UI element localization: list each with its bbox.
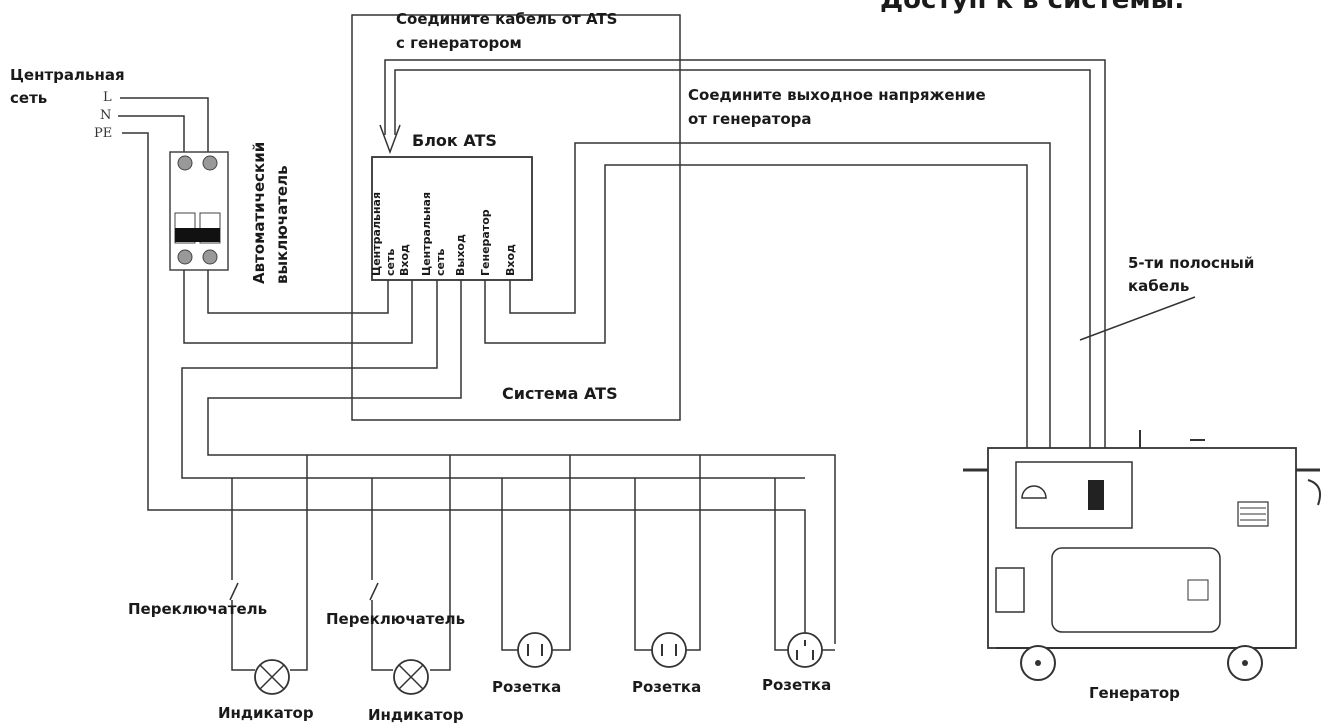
indicator-2 xyxy=(393,659,429,695)
connect-output-line1: Соедините выходное напряжение xyxy=(688,86,986,104)
svg-text:Центральная: Центральная xyxy=(420,192,433,276)
svg-text:Выход: Выход xyxy=(454,234,467,276)
generator xyxy=(963,430,1321,681)
socket-label-2: Розетка xyxy=(632,678,701,696)
indicator-label-1: Индикатор xyxy=(218,704,314,722)
indicator-1 xyxy=(254,659,290,695)
circuit-breaker xyxy=(169,151,229,271)
svg-text:сеть: сеть xyxy=(434,249,447,276)
ats-terminal-generator-in: Генератор Вход xyxy=(479,209,517,276)
cable-ats-to-generator-inner xyxy=(394,69,1091,465)
wire-PE xyxy=(122,132,806,644)
switch-label-2: Переключатель xyxy=(326,610,465,628)
header-clipped: Доступ к в системы: xyxy=(880,0,1185,15)
wire-N xyxy=(118,115,185,152)
socket-1 xyxy=(517,632,553,668)
loop-socket1 xyxy=(501,455,571,651)
connect-ats-gen-line1: Соедините кабель от ATS xyxy=(396,10,617,28)
ats-terminal-mains-in: Центральная сеть Вход xyxy=(370,192,411,276)
svg-text:Центральная: Центральная xyxy=(370,192,383,276)
cable-label-line2: кабель xyxy=(1128,277,1189,295)
mains-L: L xyxy=(103,90,112,105)
svg-text:сеть: сеть xyxy=(384,249,397,276)
wire-breaker-L-out xyxy=(207,270,389,314)
indicator-label-2: Индикатор xyxy=(368,706,464,724)
wire-L xyxy=(120,97,209,152)
connect-ats-gen-line2: с генератором xyxy=(396,34,522,52)
ats-block xyxy=(371,156,533,281)
cable-arrow xyxy=(379,124,401,155)
socket-3 xyxy=(787,632,823,668)
ats-terminal-mains-out: Центральная сеть Выход xyxy=(420,192,467,276)
socket-label-3: Розетка xyxy=(762,676,831,694)
ats-system-loop xyxy=(351,14,681,421)
mains-label-line1: Центральная xyxy=(10,66,125,84)
ats-block-title: Блок ATS xyxy=(412,131,497,150)
wire-gen-out-1 xyxy=(484,164,1028,465)
mains-N: N xyxy=(100,108,111,123)
loop-socket2 xyxy=(634,455,701,651)
socket-label-1: Розетка xyxy=(492,678,561,696)
loop-switch2 xyxy=(369,455,451,671)
connect-output-line2: от генератора xyxy=(688,110,812,128)
cable-label-leader xyxy=(1079,296,1196,341)
cable-ats-to-generator xyxy=(384,59,1106,465)
wire-ats-out2 xyxy=(207,280,836,644)
mains-label-line2: сеть xyxy=(10,89,47,107)
loop-switch1 xyxy=(229,455,308,671)
svg-text:Вход: Вход xyxy=(398,244,411,276)
breaker-label-line2: выключатель xyxy=(273,165,291,284)
generator-label: Генератор xyxy=(1089,684,1180,702)
cable-label-line1: 5-ти полосный xyxy=(1128,254,1254,272)
svg-text:Вход: Вход xyxy=(504,244,517,276)
mains-PE: PE xyxy=(94,126,112,141)
wire-breaker-N-out xyxy=(183,270,413,344)
socket-2 xyxy=(651,632,687,668)
ats-system-label: Система ATS xyxy=(502,384,618,403)
wire-gen-out-2 xyxy=(509,142,1051,465)
breaker-label-line1: Автоматический xyxy=(250,142,268,284)
wire-ats-out1 xyxy=(181,280,438,479)
switch-label-1: Переключатель xyxy=(128,600,267,618)
svg-text:Генератор: Генератор xyxy=(479,209,492,276)
